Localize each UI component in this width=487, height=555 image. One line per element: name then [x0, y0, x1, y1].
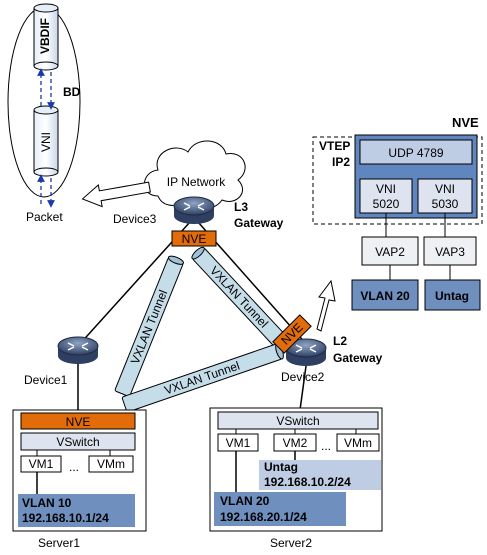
server2-vlan-line2: 192.168.20.1/24	[220, 510, 307, 524]
server2-dots: ...	[321, 439, 331, 453]
vap3-box	[423, 236, 477, 266]
device3-router-icon	[173, 196, 215, 224]
l2-gateway-line1: L2	[333, 334, 347, 348]
server1-dots: ...	[69, 460, 79, 474]
vbdif-label: VBDIF	[38, 18, 52, 54]
server1-vlan-box	[18, 494, 135, 527]
device1-router-icon	[57, 336, 99, 364]
vni-5030-box	[417, 178, 473, 214]
server1-label: Server1	[38, 536, 80, 550]
vxlan-tunnel-left: VXLAN Tunnel	[114, 255, 184, 397]
server2-vswitch-label: VSwitch	[276, 414, 319, 428]
vni-label: VNI	[39, 132, 53, 152]
server1-vmm-label: VMm	[97, 457, 125, 471]
arrow-to-bd-figure	[81, 181, 151, 208]
server1-vm1-box	[20, 455, 62, 473]
vni-5020-box	[359, 178, 413, 214]
untag-box	[424, 279, 481, 311]
vni-5020-line2: 5020	[373, 197, 400, 211]
ip-network-cloud: IP Network	[144, 140, 246, 210]
tunnel-right-label: VXLAN Tunnel	[207, 263, 271, 330]
bd-label: BD	[63, 85, 81, 99]
server2-vm2-label: VM2	[283, 436, 308, 450]
device3-nve-box	[171, 230, 217, 247]
server1-vmm-box	[88, 455, 134, 473]
link-device3-device1	[77, 221, 191, 347]
device1-label: Device1	[24, 373, 68, 387]
server1-nve-label: NVE	[66, 415, 91, 429]
l3-gateway-line1: L3	[234, 200, 248, 214]
device2-label: Device2	[281, 370, 325, 384]
vap2-label: VAP2	[375, 245, 405, 259]
server2-label: Server2	[270, 536, 312, 550]
bd-figure: VBDIF VNI BD Packet	[7, 3, 81, 224]
server2-untag-line1: Untag	[264, 460, 298, 474]
vni-cylinder: VNI	[33, 105, 59, 177]
device2-router-icon	[285, 338, 327, 366]
vtep-line1: VTEP	[319, 139, 350, 153]
untag-label: Untag	[435, 289, 469, 303]
vxlan-tunnel-right: VXLAN Tunnel	[191, 246, 286, 347]
server2-vmm-box	[336, 433, 380, 452]
server1-vlan-line1: VLAN 10	[22, 496, 72, 510]
tunnel-left-label: VXLAN Tunnel	[128, 288, 170, 366]
server1-vswitch-label: VSwitch	[56, 435, 99, 449]
server2-untag-box	[259, 460, 381, 490]
server1-vlan-line2: 192.168.10.1/24	[22, 511, 109, 525]
vap2-box	[361, 236, 419, 266]
vni-5030-line1: VNI	[435, 182, 455, 196]
server2-vmm-label: VMm	[344, 436, 372, 450]
server1-vm1-label: VM1	[29, 457, 54, 471]
server2-vm1-box	[217, 433, 259, 452]
vni-5030-line2: 5030	[432, 197, 459, 211]
server1-vswitch-box	[20, 432, 136, 451]
server2: VSwitch VM1 VM2 ... VMm Untag 192.168.10…	[209, 407, 383, 550]
server2-vlan-box	[214, 492, 346, 526]
l3-gateway-line2: Gateway	[234, 216, 284, 230]
link-device2-server2	[299, 365, 307, 411]
udp-label: UDP 4789	[388, 146, 443, 160]
tunnel-bottom-label: VXLAN Tunnel	[163, 359, 242, 398]
vap3-label: VAP3	[435, 245, 465, 259]
server2-vlan-line1: VLAN 20	[220, 494, 270, 508]
packet-label: Packet	[26, 210, 63, 224]
udp-box	[359, 139, 473, 165]
arrow-to-nve-detail	[316, 279, 336, 332]
vlan20-label: VLAN 20	[360, 289, 410, 303]
device2-nve-box: NVE	[272, 314, 312, 354]
vbdif-cylinder: VBDIF	[33, 3, 59, 71]
l2-gateway-line2: Gateway	[333, 351, 383, 365]
server2-vswitch-box	[217, 411, 379, 430]
server2-untag-line2: 192.168.10.2/24	[264, 475, 351, 489]
server2-vm1-label: VM1	[226, 436, 251, 450]
vlan20-box	[351, 279, 419, 311]
nve-detail: NVE VTEP IP2 UDP 4789 VNI 5020 VNI 5030 …	[312, 115, 483, 311]
device3-nve-label: NVE	[182, 232, 207, 246]
nve-detail-title: NVE	[452, 115, 479, 130]
server1-nve-box	[20, 412, 136, 430]
server1: NVE VSwitch VM1 ... VMm VLAN 10 192.168.…	[12, 409, 147, 550]
device3-label: Device3	[113, 212, 157, 226]
vtep-line2: IP2	[332, 155, 350, 169]
vni-5020-line1: VNI	[376, 182, 396, 196]
ip-network-label: IP Network	[167, 175, 226, 189]
